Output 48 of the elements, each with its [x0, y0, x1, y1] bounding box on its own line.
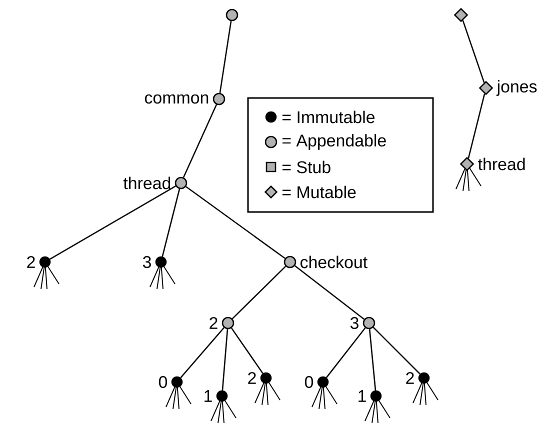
- node-label: thread: [478, 158, 525, 170]
- edge-line: [182, 104, 218, 178]
- node-label: 3: [350, 317, 358, 330]
- edge-line: [372, 326, 420, 374]
- legend-item: = Stub: [266, 160, 330, 174]
- immutable-node: 1: [204, 390, 228, 402]
- edge-line: [326, 327, 366, 378]
- node-label: checkout: [300, 256, 368, 268]
- appendable-node: 3: [350, 316, 376, 330]
- edge-line: [230, 328, 264, 374]
- immutable-node: 2: [27, 256, 51, 268]
- mutable-node: jones: [478, 80, 537, 96]
- legend-item: = Immutable: [265, 110, 375, 124]
- node-label: 2: [248, 372, 256, 384]
- edge-line: [50, 186, 176, 260]
- edge-line: [219, 20, 232, 94]
- edge-line: [368, 329, 376, 390]
- node-label: thread: [123, 176, 170, 190]
- appendable-node: 2: [210, 316, 234, 330]
- appendable-node: thread: [123, 176, 188, 190]
- appendable-node: checkout: [284, 256, 368, 268]
- edge-line: [180, 327, 224, 378]
- edge-line: [294, 265, 365, 320]
- immutable-node: 1: [358, 390, 382, 402]
- edge-line: [468, 94, 486, 158]
- node-label: 1: [204, 390, 212, 402]
- immutable-node: 0: [158, 376, 183, 388]
- edge-line: [232, 266, 286, 320]
- node-label: jones: [496, 80, 537, 96]
- node-label: 0: [304, 376, 314, 388]
- edge-line: [462, 20, 485, 83]
- immutable-node: 2: [406, 372, 430, 384]
- node-label: 2: [210, 317, 218, 329]
- edge-line: [222, 329, 228, 390]
- immutable-node: 3: [142, 256, 167, 268]
- immutable-node: 0: [304, 376, 329, 388]
- appendable-node: common: [144, 92, 226, 106]
- node-label: 1: [358, 390, 366, 402]
- node-label: common: [144, 94, 208, 104]
- node-label: 2: [406, 372, 414, 384]
- legend-item: = Appendable: [264, 134, 386, 150]
- node-label: 2: [27, 256, 35, 268]
- immutable-node: 2: [248, 372, 272, 384]
- edge-line: [186, 186, 286, 259]
- appendable-node: [226, 8, 238, 22]
- node-label: 0: [158, 376, 168, 388]
- edge-line: [162, 188, 180, 257]
- node-label: 3: [142, 256, 151, 268]
